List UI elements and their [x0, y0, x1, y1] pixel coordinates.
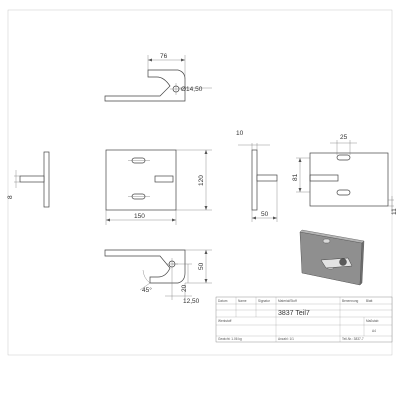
tb-drawing-title: 3837 Teil7: [278, 310, 310, 317]
tb-label-sheet: Blatt: [366, 299, 372, 303]
tb-size-value: A4: [372, 329, 376, 333]
tb-label-material: Material/Stoff: [278, 299, 297, 303]
tb-label-date: Datum: [218, 299, 228, 303]
tb-material-label: Werkstoff: [218, 319, 231, 323]
dim-slot-offset: 25: [340, 134, 348, 141]
top-view: 76 Ø14,50: [104, 53, 212, 102]
tb-foot-part: Teil-Nr.: 3837-7: [342, 337, 364, 341]
rear-view: 25 81 11: [292, 134, 398, 215]
right-side-view: 10 50: [236, 130, 278, 222]
tb-label-title: Benennung: [342, 299, 359, 303]
dim-front-width: 150: [134, 213, 145, 220]
dim-hole-dia: Ø14,50: [181, 86, 203, 93]
tb-label-name: Name: [238, 299, 247, 303]
title-block: Datum Name Signatur Material/Stoff Benen…: [215, 296, 393, 343]
bottom-view: 50 20 12,50 45°: [104, 249, 212, 305]
dim-front-height: 120: [198, 175, 205, 186]
dim-side-thickness: 8: [7, 195, 14, 199]
sheet-border: [7, 9, 393, 356]
front-view: 120 150: [105, 149, 212, 225]
dim-top-width: 76: [160, 53, 168, 60]
dim-bottom-height: 50: [198, 262, 205, 270]
tb-size-label: Maßstab: [366, 319, 379, 323]
isometric-view: [299, 229, 365, 286]
tb-foot-weight: Gewicht: 1.06 kg: [218, 337, 242, 341]
dim-bottom-offset: 20: [181, 284, 188, 292]
dim-rear-bottom: 11: [391, 208, 398, 215]
left-side-view: 8: [7, 151, 50, 208]
dim-right-thickness: 10: [236, 130, 244, 137]
dim-bottom-angle: 45°: [142, 286, 152, 294]
tb-foot-count: Anzahl: 1/1: [278, 337, 294, 341]
tb-label-sign: Signatur: [258, 299, 271, 303]
dim-right-width: 50: [261, 211, 269, 218]
dim-bottom-edge: 12,50: [183, 298, 200, 305]
dim-rear-height: 81: [292, 173, 299, 181]
